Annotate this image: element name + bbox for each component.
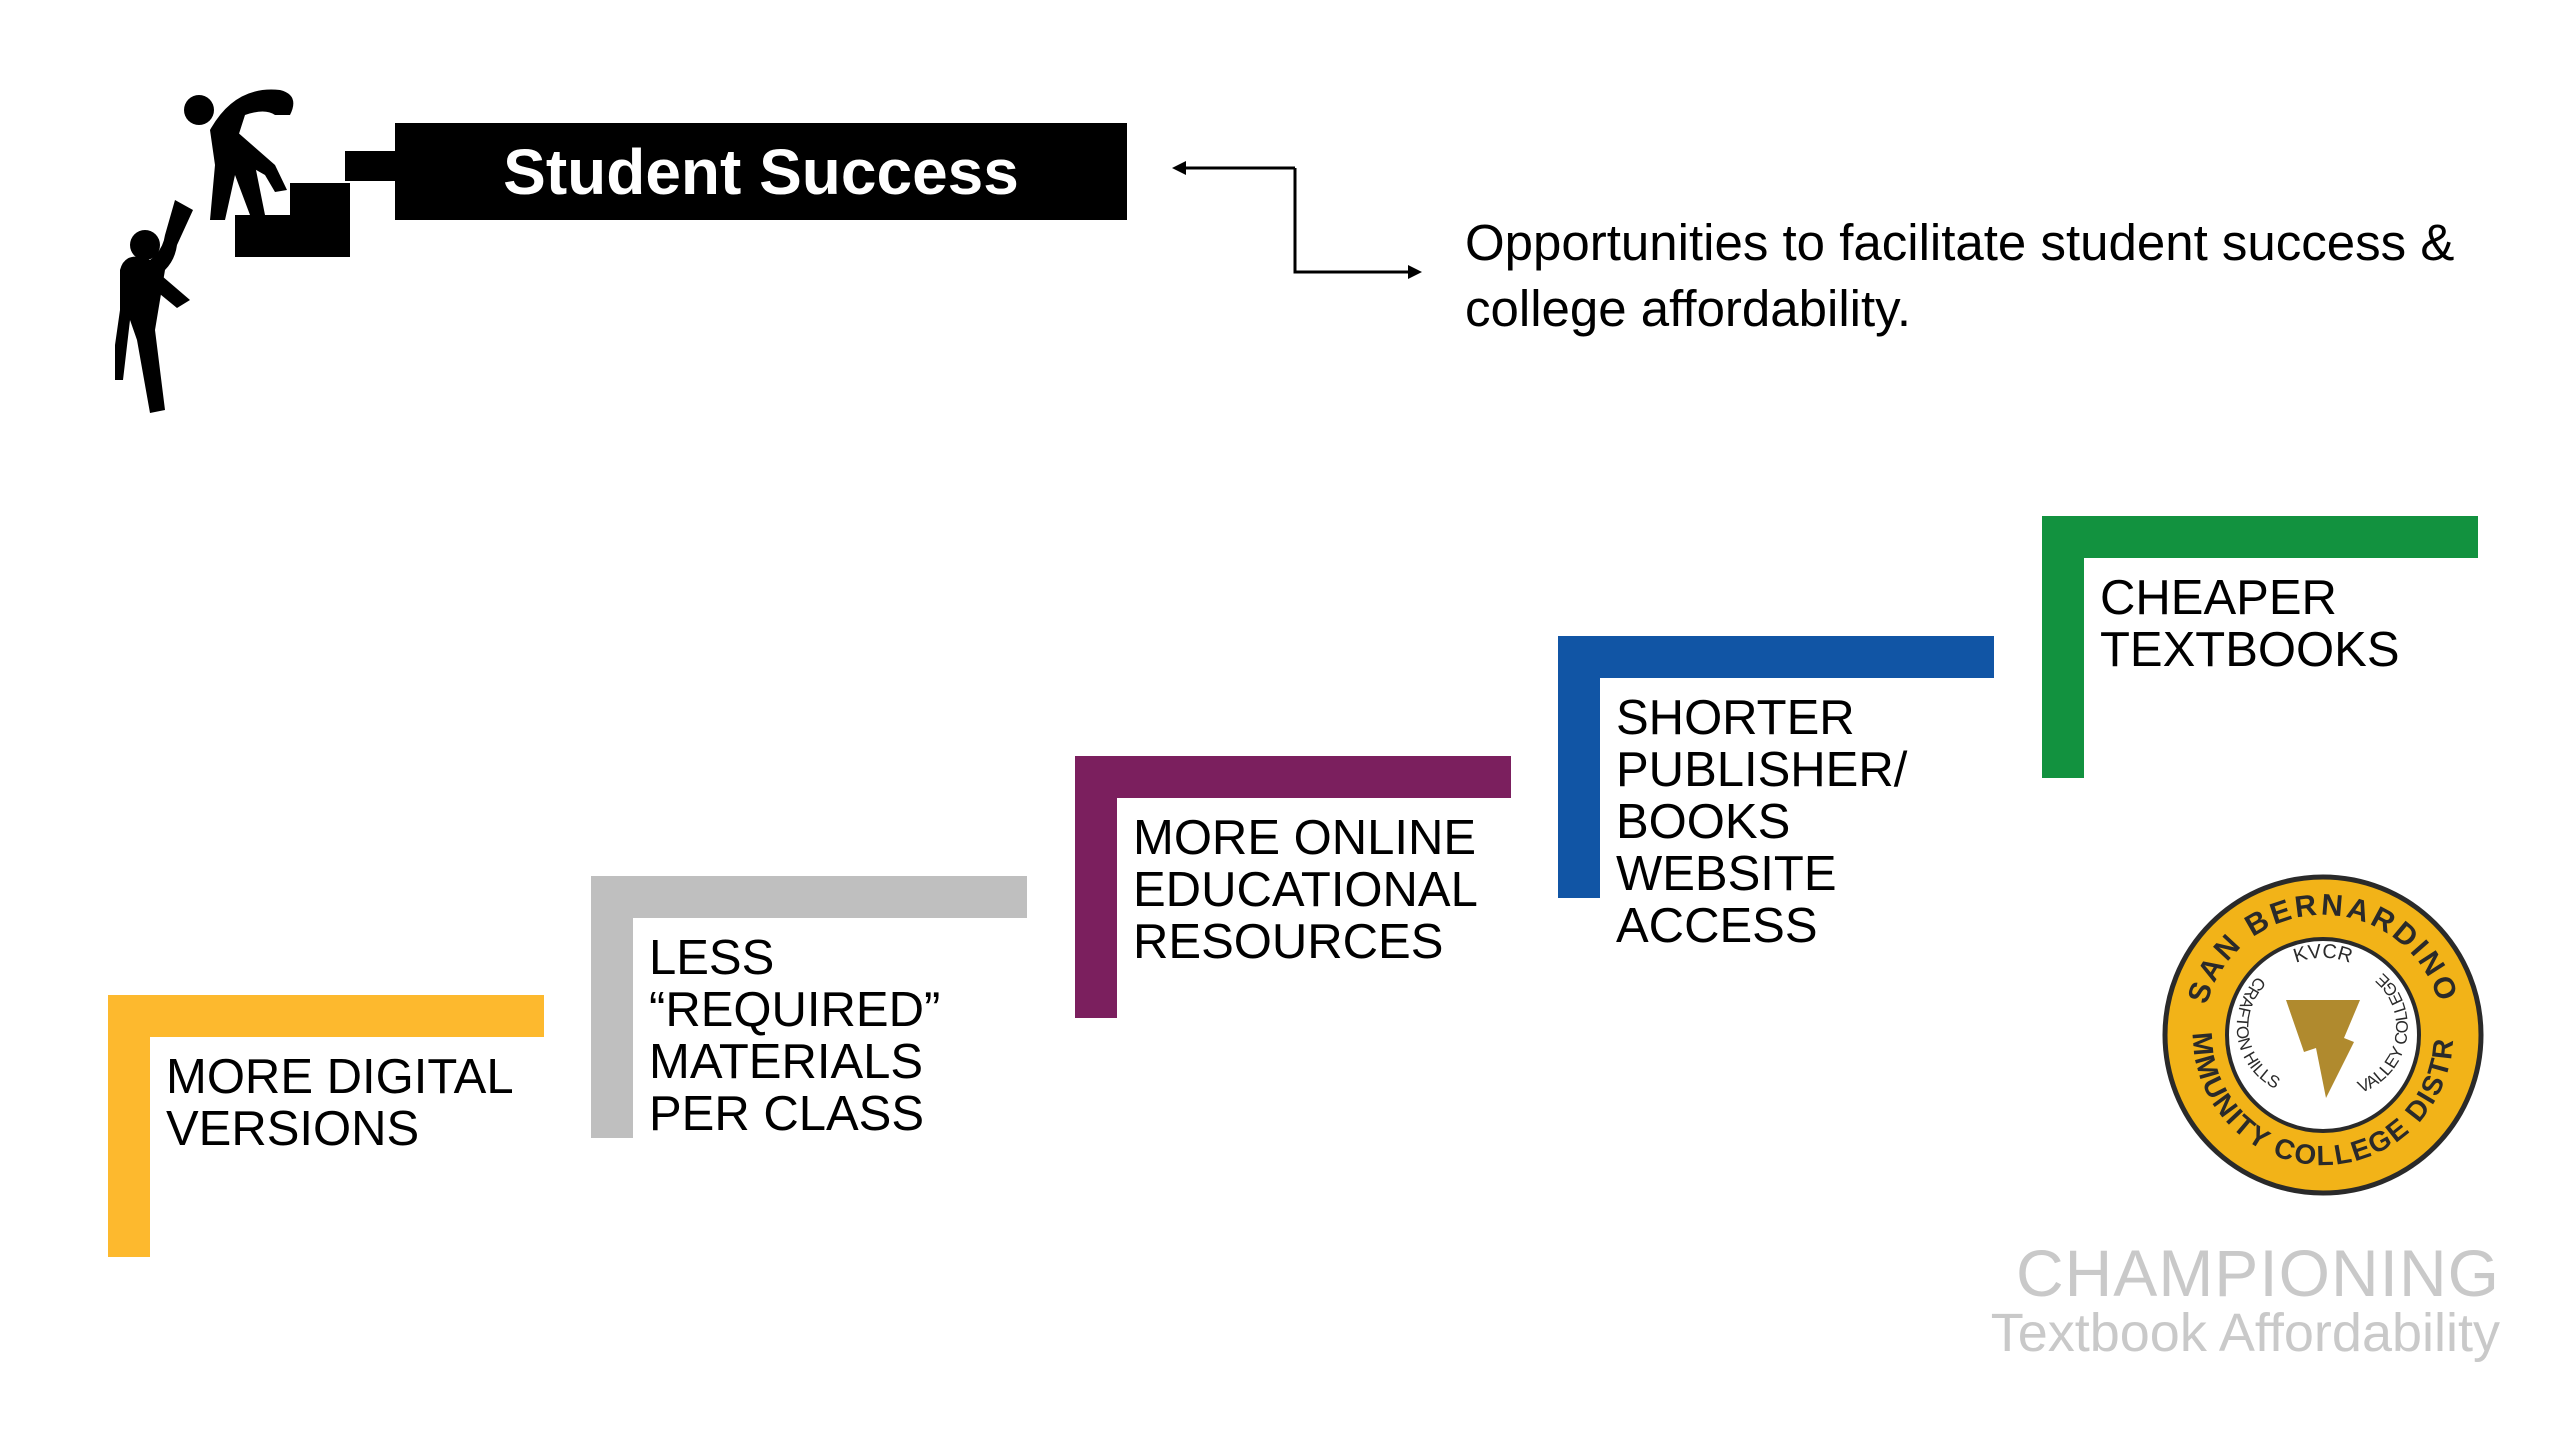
step-label: SHORTER PUBLISHER/ BOOKS WEBSITE ACCESS [1616, 691, 1908, 953]
step-side-bar [591, 876, 633, 1138]
step-top-bar [108, 995, 544, 1037]
step-label: CHEAPER TEXTBOOKS [2100, 571, 2400, 677]
step-label: MORE DIGITAL VERSIONS [166, 1050, 514, 1156]
step-more-digital-versions: MORE DIGITAL VERSIONS [108, 995, 544, 1257]
step-more-online-resources: MORE ONLINE EDUCATIONAL RESOURCES [1075, 756, 1511, 1018]
step-top-bar [1075, 756, 1511, 798]
connector-arrow-icon [1172, 161, 1422, 279]
step-side-bar [108, 995, 150, 1257]
step-shorter-access: SHORTER PUBLISHER/ BOOKS WEBSITE ACCESS [1558, 636, 1994, 952]
step-label: MORE ONLINE EDUCATIONAL RESOURCES [1133, 811, 1478, 969]
step-side-bar [2042, 516, 2084, 778]
step-top-bar [2042, 516, 2478, 558]
step-side-bar [1558, 636, 1600, 898]
banner-title: Student Success [503, 135, 1019, 208]
step-top-bar [591, 876, 1027, 918]
student-success-banner: Student Success [395, 123, 1127, 220]
step-side-bar [1075, 756, 1117, 1018]
step-top-bar [1558, 636, 1994, 678]
district-seal-logo: SAN BERNARDINO COMMUNITY COLLEGE DISTRIC… [2158, 870, 2484, 1196]
branding-line2: Textbook Affordability [1990, 1303, 2500, 1363]
step-less-required-materials: LESS “REQUIRED” MATERIALS PER CLASS [591, 876, 1027, 1141]
arrowhead-icon [2286, 1000, 2360, 1098]
tagline-text: Opportunities to facilitate student succ… [1465, 214, 2455, 337]
step-cheaper-textbooks: CHEAPER TEXTBOOKS [2042, 516, 2478, 778]
branding-line1: CHAMPIONING [2015, 1236, 2500, 1310]
step-label: LESS “REQUIRED” MATERIALS PER CLASS [649, 931, 941, 1141]
climbing-figures-icon [115, 89, 405, 413]
